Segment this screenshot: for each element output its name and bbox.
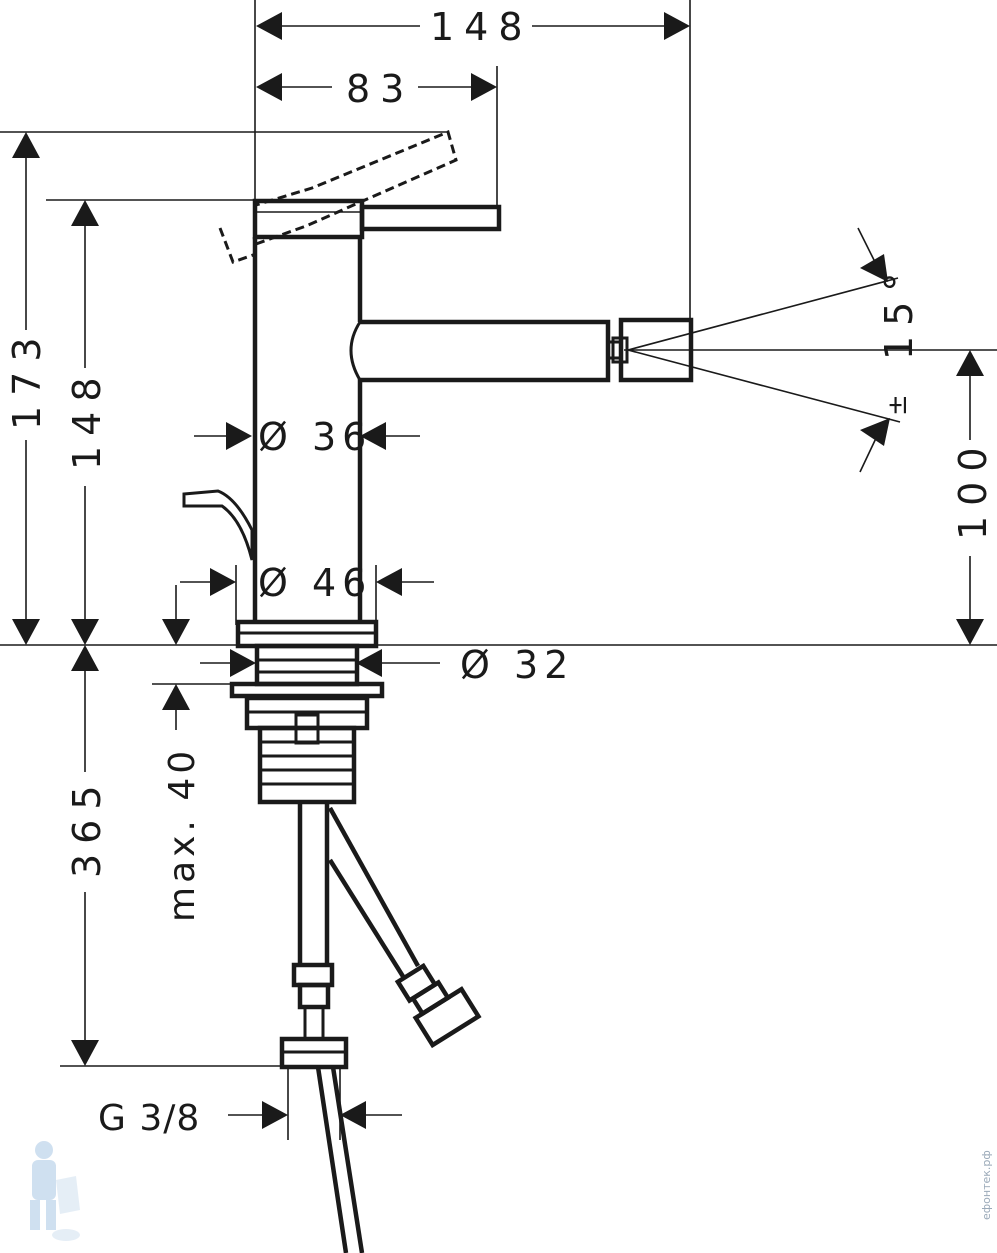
dim-dia-shank: Ø 32 <box>460 643 574 687</box>
dimension-lines <box>12 12 984 1129</box>
plumber-mascot-icon <box>30 1141 80 1241</box>
dim-connection: G 3/8 <box>98 1098 200 1139</box>
dimension-labels: 148 83 173 148 365 max. 40 100 15° ± Ø 3… <box>5 5 995 1139</box>
dim-height-total: 173 <box>5 327 49 430</box>
dim-spout-angle-tolerance: ± <box>883 390 913 416</box>
dim-width-total: 148 <box>430 5 533 49</box>
dim-max-thickness: max. 40 <box>162 747 203 922</box>
dim-width-handle: 83 <box>346 67 414 111</box>
dim-dia-body: Ø 36 <box>258 415 372 459</box>
dim-below-depth: 365 <box>65 775 109 878</box>
extension-lines <box>0 0 997 1140</box>
mixer-body <box>182 129 694 1253</box>
watermark: ефонтек.рф <box>30 1141 993 1241</box>
dim-dia-base: Ø 46 <box>258 561 372 605</box>
watermark-text: ефонтек.рф <box>980 1150 993 1220</box>
dim-spout-height: 100 <box>951 437 995 540</box>
dim-height-body: 148 <box>65 367 109 470</box>
dim-spout-angle: 15° <box>877 263 921 360</box>
